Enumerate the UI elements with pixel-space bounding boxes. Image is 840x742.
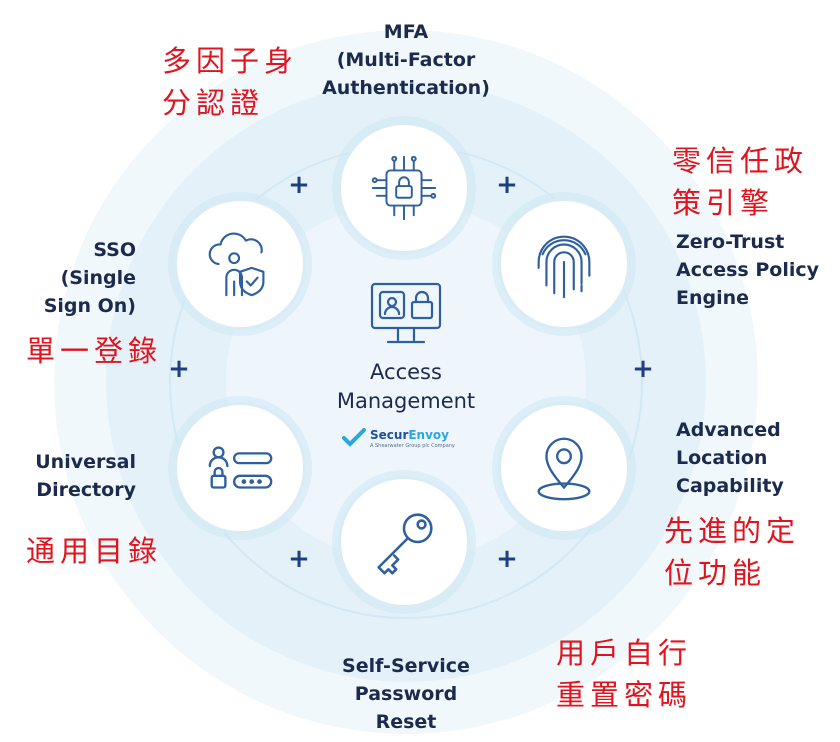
- directory-node: [174, 402, 306, 534]
- directory-label: Universal Directory: [35, 451, 136, 501]
- chip-lock-icon: [371, 155, 437, 221]
- location-pin-icon: [537, 437, 591, 501]
- directory-zh-annotation: 通用目錄: [26, 534, 163, 568]
- sso-node: [174, 198, 306, 330]
- plus-connector: +: [632, 354, 654, 384]
- zero-trust-node: [498, 198, 630, 330]
- directory-icon: [208, 446, 273, 489]
- fingerprint-icon: [537, 235, 591, 299]
- mfa-zh-annotation: 多因子身 分認證: [162, 44, 299, 120]
- sspr-label: Self-Service Password Reset: [342, 655, 470, 733]
- plus-connector: +: [288, 170, 310, 200]
- plus-connector: +: [288, 544, 310, 574]
- key-icon: [377, 513, 433, 575]
- logo-check-icon: [342, 428, 366, 447]
- center-title: Access Management: [336, 360, 476, 413]
- sso-label: SSO (Single Sign On): [43, 239, 136, 317]
- logo-brand: SecurEnvoy: [370, 428, 449, 442]
- location-zh-annotation: 先進的定 位功能: [664, 514, 801, 590]
- plus-connector: +: [496, 544, 518, 574]
- location-node: [498, 402, 630, 534]
- logo-tagline: A Shearwater Group plc Company: [370, 443, 455, 449]
- zero-trust-label: Zero-Trust Access Policy Engine: [676, 231, 820, 309]
- securenvoy-logo: SecurEnvoy A Shearwater Group plc Compan…: [342, 426, 472, 454]
- cloud-user-shield-icon: [208, 232, 265, 297]
- sspr-node: [338, 476, 470, 608]
- plus-connector: +: [496, 170, 518, 200]
- plus-connector: +: [168, 354, 190, 384]
- mfa-node: [338, 122, 470, 254]
- zero-trust-zh-annotation: 零信任政 策引擎: [672, 144, 809, 220]
- mfa-label: MFA (Multi-Factor Authentication): [322, 21, 490, 99]
- location-label: Advanced Location Capability: [676, 419, 784, 497]
- sso-zh-annotation: 單一登錄: [26, 334, 163, 368]
- sspr-zh-annotation: 用戶自行 重置密碼: [556, 636, 693, 712]
- monitor-user-lock-icon: [370, 282, 442, 344]
